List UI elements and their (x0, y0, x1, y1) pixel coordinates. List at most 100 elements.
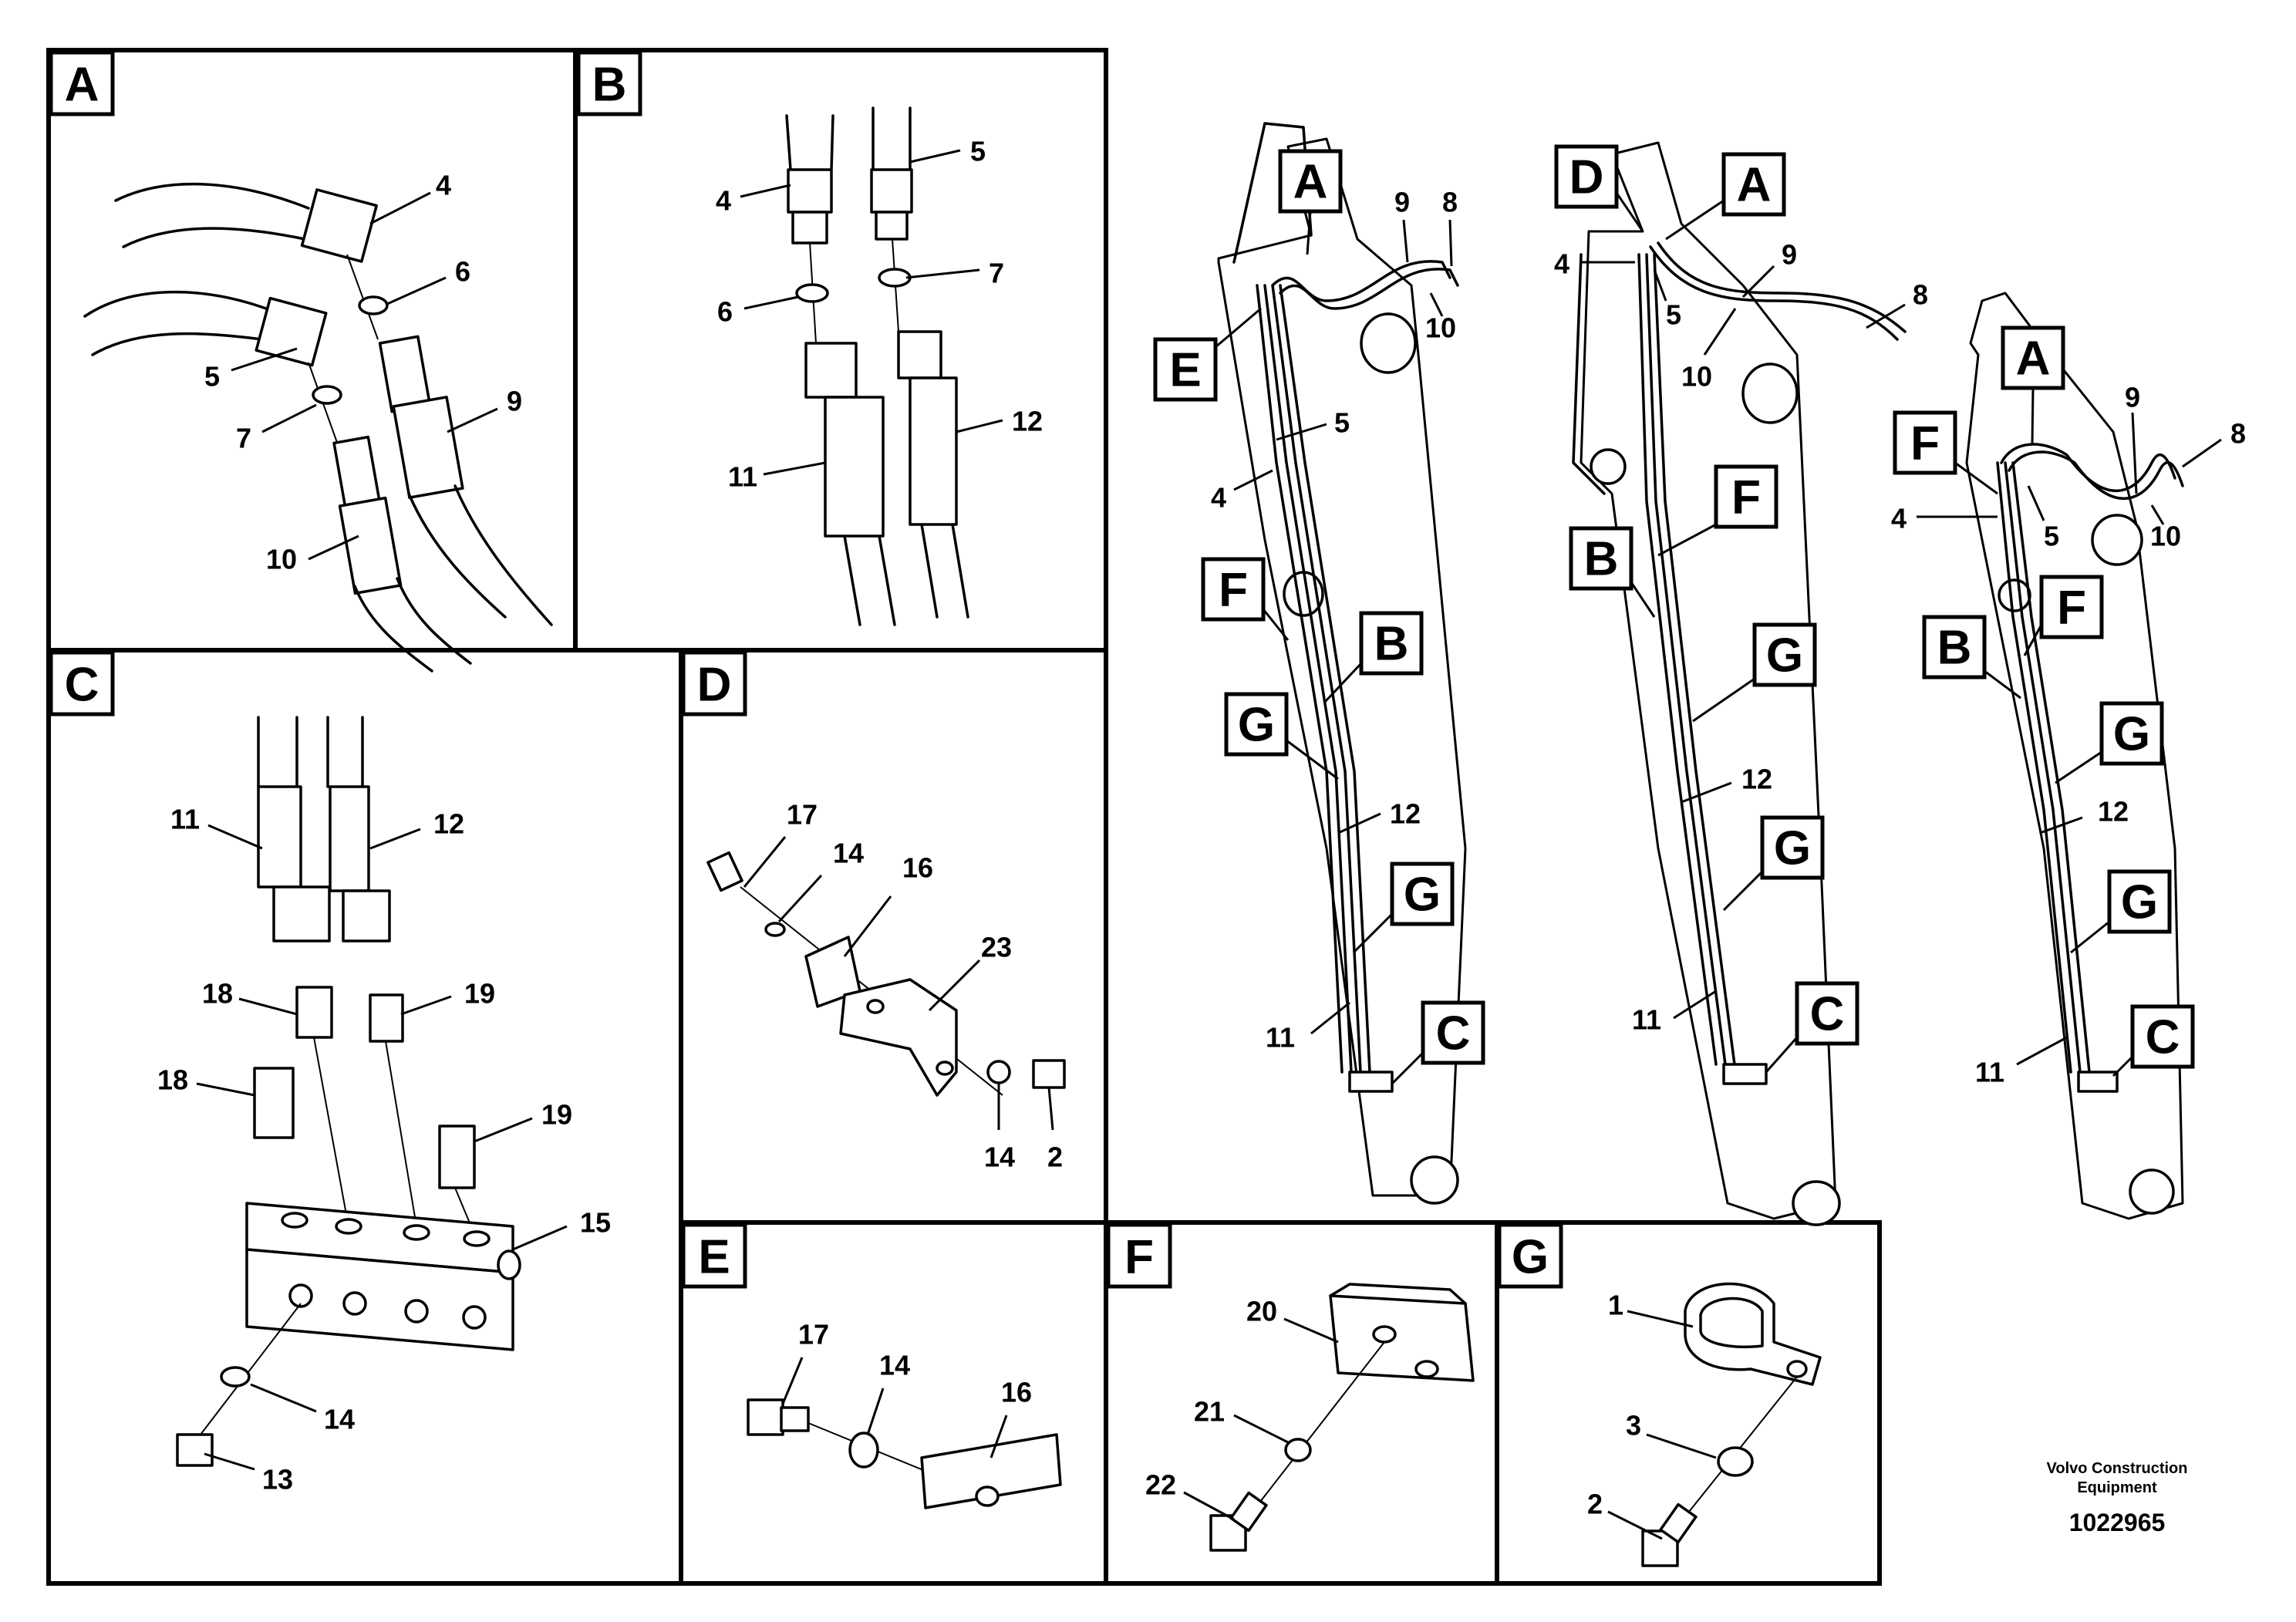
brand-line-2: Equipment (2077, 1479, 2157, 1496)
leader-boom2-8 (1866, 303, 1906, 329)
leader-boom2-g2 (1722, 870, 1764, 912)
leader-a-5 (231, 347, 298, 372)
label-c-13: 13 (262, 1464, 293, 1496)
boom-3-tag-b (1922, 615, 1987, 679)
block-20-top-edge (1329, 1283, 1467, 1305)
fitting-12-top (897, 330, 942, 379)
leader-f-21 (1233, 1414, 1289, 1444)
leader-e-14 (866, 1388, 885, 1435)
leader-d-14a (777, 874, 823, 923)
boom-1-tag-b-label: B (1374, 618, 1409, 671)
o-ring-7 (312, 385, 342, 405)
leader-b-11 (763, 461, 826, 476)
boom-2-pin-lower (1792, 1180, 1841, 1226)
boom-2-tag-b-label: B (1584, 533, 1619, 586)
boom-2-hose-b (1645, 253, 1727, 1066)
clamp-1-hole (1786, 1360, 1808, 1378)
leader-c-19b (474, 1117, 533, 1143)
leader-boom2-10 (1703, 308, 1737, 356)
boom-2-tag-d (1554, 144, 1619, 209)
boom-1-tag-b (1359, 611, 1424, 676)
leader-boom1-12 (1337, 812, 1381, 835)
boom-3-tag-c-label: C (2146, 1011, 2180, 1064)
leader-boom3-g2 (2070, 920, 2110, 954)
boom-2-hose-top-2 (1657, 241, 1907, 333)
leader-boom3-8 (2182, 438, 2222, 468)
label-c-12: 12 (433, 808, 464, 840)
label-boom2-11: 11 (1632, 1004, 1661, 1036)
panel-c-tag (49, 650, 115, 717)
label-boom3-5: 5 (2044, 521, 2059, 552)
block-15-front (245, 1248, 514, 1351)
leader-b-12 (956, 419, 1003, 433)
boom-2-hose-c (1653, 253, 1736, 1066)
boom-1-tag-e (1153, 337, 1218, 402)
boom-1-hose-d (1279, 284, 1371, 1074)
label-a-4: 4 (436, 170, 451, 201)
screw-2-head-d (1032, 1059, 1066, 1089)
leader-boom2-11 (1673, 990, 1717, 1020)
leader-boom2-f (1657, 523, 1717, 557)
block-15-port-1 (288, 1283, 313, 1308)
label-b-12: 12 (1012, 406, 1043, 437)
leader-c-13 (204, 1452, 255, 1471)
boom-2-pin-mid (1590, 448, 1627, 485)
boom-3-tag-g2 (2107, 869, 2172, 934)
boom-2-pin-upper (1741, 363, 1799, 424)
boom-2-tag-g1-label: G (1766, 629, 1803, 683)
hose-9-left (407, 492, 507, 619)
boom-1-tag-f (1201, 557, 1266, 622)
boom-1-tag-g1-label: G (1238, 699, 1275, 752)
boom-2-block-c (1722, 1063, 1768, 1085)
label-a-7: 7 (236, 423, 251, 454)
block-20 (1329, 1294, 1475, 1382)
boom-2-side-plate (1572, 253, 1606, 495)
fitting-12-c (342, 889, 391, 943)
block-20-hole-1 (1372, 1325, 1397, 1344)
o-ring-6-b (795, 283, 829, 303)
boom-2-tag-a (1721, 152, 1786, 217)
leader-g-2 (1607, 1510, 1663, 1540)
panel-d-frame (679, 648, 1108, 1225)
o-ring-6 (358, 295, 389, 315)
label-boom3-12: 12 (2098, 796, 2129, 828)
block-15-hole-2 (335, 1218, 362, 1235)
leader-boom1-5 (1276, 423, 1327, 441)
boom-1-tag-a-label: A (1293, 156, 1328, 209)
leader-boom1-e (1215, 307, 1262, 349)
boom-2-tag-d-label: D (1569, 151, 1604, 204)
boom-1-tag-g2-label: G (1404, 868, 1441, 922)
label-boom3-4: 4 (1891, 503, 1907, 534)
hose-5-top (83, 290, 268, 318)
label-c-15: 15 (580, 1207, 611, 1239)
boom-2-tag-c-label: C (1810, 988, 1845, 1041)
leader-a-7 (261, 403, 317, 433)
leader-boom2-5 (1653, 269, 1667, 302)
boom-1-pin-lower (1410, 1155, 1459, 1205)
boom-2-tag-g2-label: G (1774, 822, 1811, 875)
boom-3-tag-c (2130, 1004, 2195, 1069)
label-b-11: 11 (728, 461, 757, 493)
label-boom1-5: 5 (1334, 407, 1350, 439)
label-a-5: 5 (204, 361, 220, 393)
label-c-19a: 19 (464, 978, 495, 1010)
label-f-21: 21 (1194, 1396, 1225, 1428)
boom-1-tag-c (1421, 1000, 1485, 1065)
leader-boom2-g1 (1692, 677, 1755, 723)
panel-g-frame (1495, 1220, 1882, 1586)
axis-line-c4 (200, 1303, 302, 1435)
adapter-19-lower (438, 1125, 476, 1189)
leader-d-17 (743, 836, 787, 888)
axis-line-c2 (385, 1040, 417, 1227)
leader-boom2-c (1765, 1037, 1799, 1073)
fitting-11-top (804, 342, 858, 399)
nut-5 (875, 211, 909, 241)
panel-f-tag (1106, 1222, 1172, 1289)
adapter-18-lower (253, 1067, 295, 1139)
label-e-14: 14 (879, 1350, 910, 1381)
panel-a-tag-label: A (65, 59, 99, 112)
boom-3-hose-b (2004, 461, 2082, 1074)
leader-boom3-a (2031, 387, 2035, 444)
label-d-17: 17 (787, 799, 818, 831)
boom-3-tag-a-label: A (2016, 332, 2051, 386)
